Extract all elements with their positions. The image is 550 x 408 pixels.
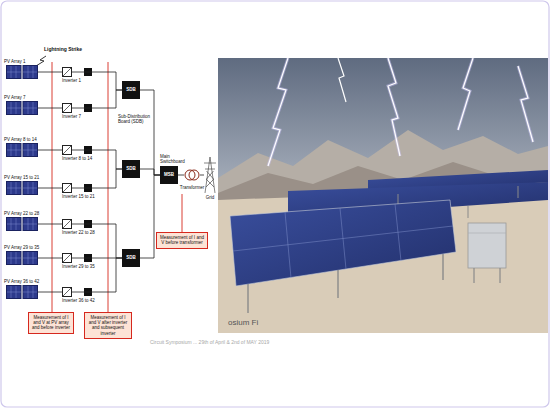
pv-panel-icon bbox=[6, 251, 38, 265]
node-label: PV Array 22 to 28 bbox=[4, 211, 39, 216]
wire-connector bbox=[72, 258, 122, 259]
sdb-box: SDB bbox=[122, 160, 140, 178]
node-label: Inverter 1 bbox=[62, 78, 81, 83]
node-label: PV Array 7 bbox=[4, 95, 26, 100]
solar-farm-illustration bbox=[218, 58, 548, 333]
inverter-box: Inverter 1 bbox=[62, 67, 72, 77]
wire-connector bbox=[38, 258, 62, 259]
inverter-box: Inverter 7 bbox=[62, 103, 72, 113]
measurement-box: Measurement of I and V before transforme… bbox=[156, 232, 208, 249]
inverter-symbol bbox=[63, 220, 71, 228]
breaker-symbol bbox=[84, 68, 92, 296]
node-label: Measurement of I and V at PV array and b… bbox=[31, 315, 71, 331]
wire-connector bbox=[38, 108, 62, 109]
wire-connector bbox=[72, 90, 122, 108]
inverter-box: Inverter 22 to 28 bbox=[62, 219, 72, 229]
pv-array: PV Array 7 bbox=[6, 101, 38, 115]
measurement-box: Measurement of I and V at PV array and b… bbox=[28, 312, 74, 334]
node-label: Transformer bbox=[180, 185, 204, 190]
inverter-symbol bbox=[63, 146, 71, 154]
node-label: MSB bbox=[164, 172, 174, 177]
lightning-arrow bbox=[36, 56, 46, 66]
node-label: SDB bbox=[126, 255, 136, 260]
node-label: Inverter 22 to 28 bbox=[62, 230, 95, 235]
node-label: Measurement of I and V before transforme… bbox=[159, 235, 205, 245]
node-label: PV Array 29 to 35 bbox=[4, 245, 39, 250]
wire-connector bbox=[178, 175, 184, 176]
pv-panel-icon bbox=[6, 217, 38, 231]
pv-panel-icon bbox=[6, 143, 38, 157]
measurement-box: Measurement of I and V after inverter an… bbox=[84, 312, 132, 339]
pv-panel-icon bbox=[6, 101, 38, 115]
wire-connector bbox=[72, 258, 122, 292]
inverter-symbol bbox=[63, 104, 71, 112]
pylon-symbol bbox=[204, 157, 216, 193]
node-heading: Main Switchboard bbox=[160, 154, 188, 164]
transformer-symbol: Transformer bbox=[184, 167, 200, 183]
node-label: Grid bbox=[206, 195, 215, 200]
node-label: PV Array 8 to 14 bbox=[4, 137, 37, 142]
inverter-box: Inverter 15 to 21 bbox=[62, 183, 72, 193]
pv-panel-icon bbox=[6, 65, 38, 79]
node-label: Inverter 15 to 21 bbox=[62, 194, 95, 199]
inverter-box: Inverter 29 to 35 bbox=[62, 253, 72, 263]
wire-connector bbox=[38, 188, 62, 189]
footer-note: Circuit Symposium ... 29th of April & 2n… bbox=[150, 340, 269, 346]
pv-array: PV Array 15 to 21 bbox=[6, 181, 38, 195]
inverter-symbol bbox=[63, 184, 71, 192]
pv-panel-icon bbox=[6, 285, 38, 299]
node-label: Inverter 7 bbox=[62, 114, 81, 119]
main-switchboard: MSBMain Switchboard bbox=[160, 166, 178, 184]
wire-connector bbox=[140, 169, 160, 175]
wire-connector bbox=[38, 224, 62, 225]
wire-connector bbox=[72, 169, 122, 188]
node-label: PV Array 1 bbox=[4, 59, 26, 64]
wire-connector bbox=[140, 90, 160, 175]
measurement-leader bbox=[52, 62, 182, 312]
group-label: Sub-Distribution Board (SDB) bbox=[118, 114, 150, 124]
pv-array: PV Array 22 to 28 bbox=[6, 217, 38, 231]
wire-connector bbox=[72, 224, 122, 258]
sdb-box: SDB bbox=[122, 81, 140, 99]
pv-array: PV Array 29 to 35 bbox=[6, 251, 38, 265]
inverter-symbol bbox=[63, 288, 71, 296]
inverter-box: Inverter 36 to 42 bbox=[62, 287, 72, 297]
node-label: Measurement of I and V after inverter an… bbox=[87, 315, 129, 336]
pv-array: PV Array 36 to 42 bbox=[6, 285, 38, 299]
node-label: SDB bbox=[126, 166, 136, 171]
sdb-box: SDB bbox=[122, 249, 140, 267]
inverter-box: Inverter 8 to 14 bbox=[62, 145, 72, 155]
node-label: PV Array 36 to 42 bbox=[4, 279, 39, 284]
inverter-symbol bbox=[63, 68, 71, 76]
wire-connector bbox=[38, 72, 62, 73]
node-label: Inverter 36 to 42 bbox=[62, 298, 95, 303]
node-label: Inverter 29 to 35 bbox=[62, 264, 95, 269]
caption-fragment: osium Fi bbox=[228, 318, 258, 327]
grid-tower: Grid bbox=[204, 157, 216, 193]
inverter-symbol bbox=[63, 254, 71, 262]
callout-label: Lightning Strike bbox=[44, 47, 82, 53]
node-label: Inverter 8 to 14 bbox=[62, 156, 92, 161]
node-label: SDB bbox=[126, 87, 136, 92]
pv-array: PV Array 1 bbox=[6, 65, 38, 79]
wire-connector bbox=[38, 292, 62, 293]
wire-connector bbox=[38, 150, 62, 151]
wire-connector bbox=[200, 175, 204, 176]
pv-panel-icon bbox=[6, 181, 38, 195]
pv-array: PV Array 8 to 14 bbox=[6, 143, 38, 157]
transformer-symbol bbox=[184, 167, 200, 183]
node-label: PV Array 15 to 21 bbox=[4, 175, 39, 180]
